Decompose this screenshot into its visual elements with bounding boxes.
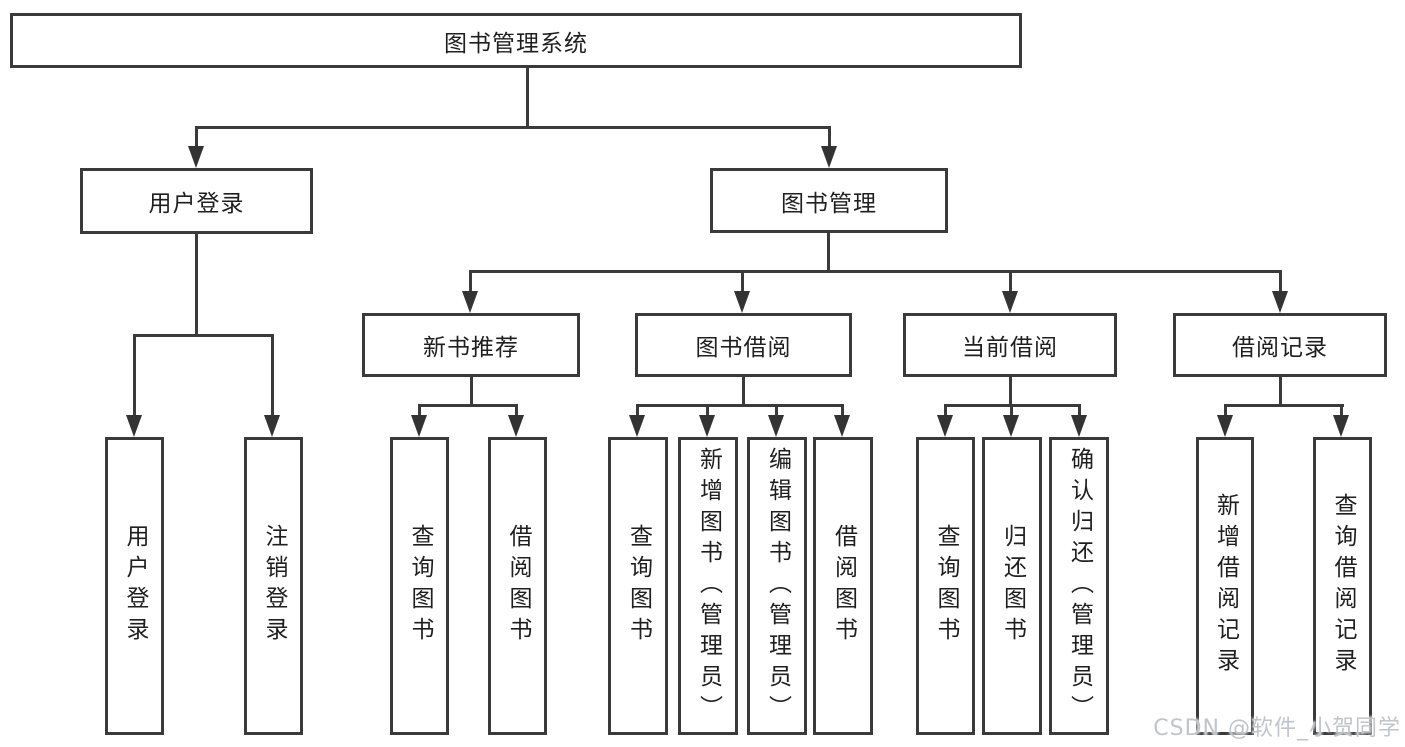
connector-drop-book-borrow [741, 270, 744, 300]
node-book-management: 图书管理 [710, 168, 948, 233]
arrowhead-br-query [1333, 415, 1349, 437]
leaf-bb-borrow-books: 借阅图书 [813, 437, 873, 735]
connector-br-branch [1224, 404, 1344, 407]
leaf-label: 查询图书 [625, 524, 652, 648]
arrowhead-cb-query [937, 415, 953, 437]
connector-bb-branch [636, 404, 844, 407]
leaf-label: 编辑图书（管理员） [764, 446, 791, 726]
connector-drop-current-borrow [1009, 270, 1012, 300]
node-book-borrowing: 图书借阅 [635, 313, 852, 377]
arrowhead-bb-add [699, 415, 715, 437]
node-new-book-recommend: 新书推荐 [362, 313, 580, 377]
connector-drop-new-book-rec [469, 270, 472, 300]
leaf-bb-add-books-admin: 新增图书（管理员） [678, 437, 738, 735]
node-library-management-system: 图书管理系统 [10, 13, 1022, 68]
leaf-label: 借阅图书 [830, 524, 857, 648]
connector-book-mgmt-stem [827, 233, 830, 271]
connector-drop-bb-query [636, 404, 639, 424]
arrowhead-current-borrow [1002, 291, 1018, 313]
leaf-label: 确认归还（管理员） [1066, 446, 1093, 726]
arrowhead-br-add [1217, 415, 1233, 437]
connector-user-login-stem [195, 234, 198, 335]
connector-drop-bb-edit [775, 404, 778, 424]
connector-drop-borrow-records [1279, 270, 1282, 300]
arrowhead-bb-edit [768, 415, 784, 437]
arrowhead-borrow-records [1272, 291, 1288, 313]
connector-drop-leaf-login [133, 334, 136, 424]
leaf-br-add-record: 新增借阅记录 [1196, 437, 1254, 735]
leaf-label: 归还图书 [999, 524, 1026, 648]
node-label: 借阅记录 [1232, 335, 1328, 361]
leaf-nb-borrow-books: 借阅图书 [488, 437, 547, 735]
leaf-label: 新增借阅记录 [1212, 493, 1239, 679]
leaf-label: 查询图书 [933, 524, 959, 648]
leaf-bb-query-books: 查询图书 [608, 437, 668, 735]
connector-drop-cb-confirm [1078, 404, 1081, 424]
connector-book-mgmt-branch [469, 270, 1281, 273]
leaf-label: 查询借阅记录 [1330, 493, 1356, 679]
connector-drop-cb-query [944, 404, 947, 424]
connector-user-login-branch [133, 334, 274, 337]
csdn-watermark: CSDN @软件_小贺同学 [1153, 716, 1401, 741]
node-current-borrowing: 当前借阅 [903, 313, 1117, 377]
node-label: 当前借阅 [962, 335, 1058, 361]
connector-drop-leaf-logout [271, 334, 274, 424]
leaf-label: 查询图书 [407, 524, 433, 648]
arrowhead-book-mgmt [821, 146, 837, 168]
node-label: 图书管理系统 [444, 30, 588, 57]
node-label: 图书借阅 [695, 335, 792, 361]
leaf-cb-confirm-return-admin: 确认归还（管理员） [1049, 437, 1109, 735]
arrowhead-book-borrow [734, 291, 750, 313]
node-borrowing-records: 借阅记录 [1173, 313, 1387, 377]
connector-nbr-branch [418, 404, 518, 407]
connector-root-branch [195, 126, 831, 129]
leaf-cb-return-books: 归还图书 [982, 437, 1042, 735]
connector-drop-nb-query [418, 404, 421, 424]
connector-cb-stem [1009, 377, 1012, 405]
arrowhead-leaf-login [126, 415, 142, 437]
leaf-nb-query-books: 查询图书 [390, 437, 449, 735]
arrowhead-nb-query [411, 415, 427, 437]
connector-drop-cb-return [1010, 404, 1013, 424]
connector-drop-nb-borrow [515, 404, 518, 424]
connector-drop-br-add [1224, 404, 1227, 424]
node-user-login: 用户登录 [80, 168, 313, 234]
node-label: 新书推荐 [423, 335, 519, 361]
arrowhead-bb-query [629, 415, 645, 437]
node-label: 用户登录 [148, 191, 245, 217]
leaf-br-query-record: 查询借阅记录 [1313, 437, 1372, 735]
connector-nbr-stem [470, 377, 473, 405]
arrowhead-nb-borrow [508, 415, 524, 437]
connector-br-stem [1279, 377, 1282, 405]
arrowhead-bb-borrow [834, 415, 850, 437]
leaf-label: 注销登录 [261, 524, 287, 648]
arrowhead-new-book-rec [462, 291, 478, 313]
connector-bb-stem [742, 377, 745, 405]
leaf-user-login: 用户登录 [105, 437, 164, 735]
arrowhead-leaf-logout [264, 415, 280, 437]
connector-drop-user-login [195, 127, 198, 157]
arrowhead-cb-confirm [1071, 415, 1087, 437]
connector-drop-book-mgmt [828, 127, 831, 157]
leaf-label: 用户登录 [122, 524, 148, 648]
connector-drop-br-query [1340, 404, 1343, 424]
arrowhead-cb-return [1003, 415, 1019, 437]
node-label: 图书管理 [781, 190, 877, 217]
leaf-cb-query-books: 查询图书 [916, 437, 975, 735]
leaf-bb-edit-books-admin: 编辑图书（管理员） [747, 437, 807, 735]
connector-root-stem [526, 68, 529, 127]
connector-drop-bb-borrow [841, 404, 844, 424]
leaf-logout: 注销登录 [244, 437, 303, 735]
connector-drop-bb-add [706, 404, 709, 424]
arrowhead-user-login [188, 146, 204, 168]
leaf-label: 借阅图书 [505, 524, 531, 648]
leaf-label: 新增图书（管理员） [695, 446, 722, 726]
